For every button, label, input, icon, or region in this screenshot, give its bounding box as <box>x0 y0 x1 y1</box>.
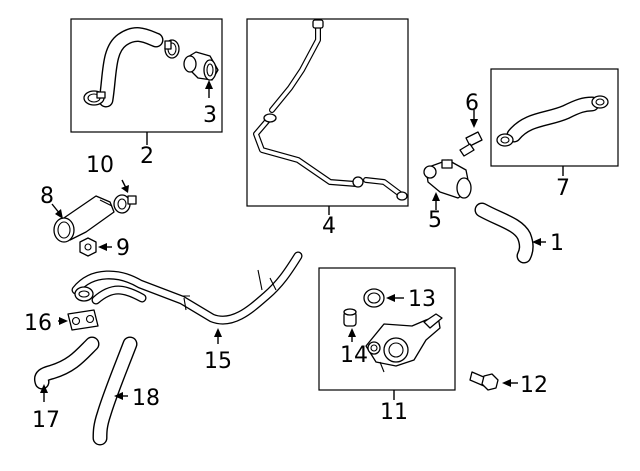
callout-15: 15 <box>204 349 232 374</box>
upper-radiator-hose <box>98 27 164 108</box>
bolt-12: 12 <box>469 371 548 398</box>
callout-6: 6 <box>465 91 479 116</box>
o-ring-13: 13 <box>363 287 436 312</box>
gasket-16: 16 <box>24 309 99 336</box>
thermostat-10: 10 <box>86 153 137 214</box>
callout-2: 2 <box>140 144 154 169</box>
hose-clamp-upper <box>164 39 180 59</box>
callout-11: 11 <box>380 400 408 425</box>
inset-box-4: 4 <box>246 18 409 239</box>
water-outlet-housing <box>365 313 443 373</box>
hose-clamp <box>83 90 106 106</box>
water-outlet-fitting <box>183 51 219 81</box>
heater-tube <box>253 25 403 197</box>
callout-3-group: 3 <box>203 80 217 128</box>
callout-3: 3 <box>203 103 217 128</box>
nut-9: 9 <box>79 236 130 261</box>
inset-box-11: 11 <box>318 267 456 425</box>
thermostat-housing-8: 8 <box>40 184 115 243</box>
hose-17: 17 <box>32 336 100 433</box>
water-inlet-fitting-5: 5 <box>423 159 472 233</box>
callout-5: 5 <box>428 208 442 233</box>
callout-10: 10 <box>86 153 114 178</box>
callout-16: 16 <box>24 311 52 336</box>
sensor-14: 14 <box>340 308 368 368</box>
callout-7: 7 <box>556 176 570 201</box>
callout-18: 18 <box>132 386 160 411</box>
water-pipe-15: 15 <box>71 251 303 374</box>
callout-9: 9 <box>116 236 130 261</box>
hose-1: 1 <box>474 202 564 264</box>
callout-1: 1 <box>550 231 564 256</box>
inset-box-7: 7 <box>490 68 619 201</box>
callout-14: 14 <box>340 343 368 368</box>
callout-13: 13 <box>408 287 436 312</box>
callout-12: 12 <box>520 373 548 398</box>
bypass-hose <box>496 95 609 147</box>
hose-18: 18 <box>92 336 160 446</box>
callout-17: 17 <box>32 408 60 433</box>
callout-4: 4 <box>322 214 336 239</box>
callout-8: 8 <box>40 184 54 209</box>
bolt-6: 6 <box>459 91 483 157</box>
inset-box-2: 2 <box>70 18 223 169</box>
tube-clamps <box>263 19 408 201</box>
